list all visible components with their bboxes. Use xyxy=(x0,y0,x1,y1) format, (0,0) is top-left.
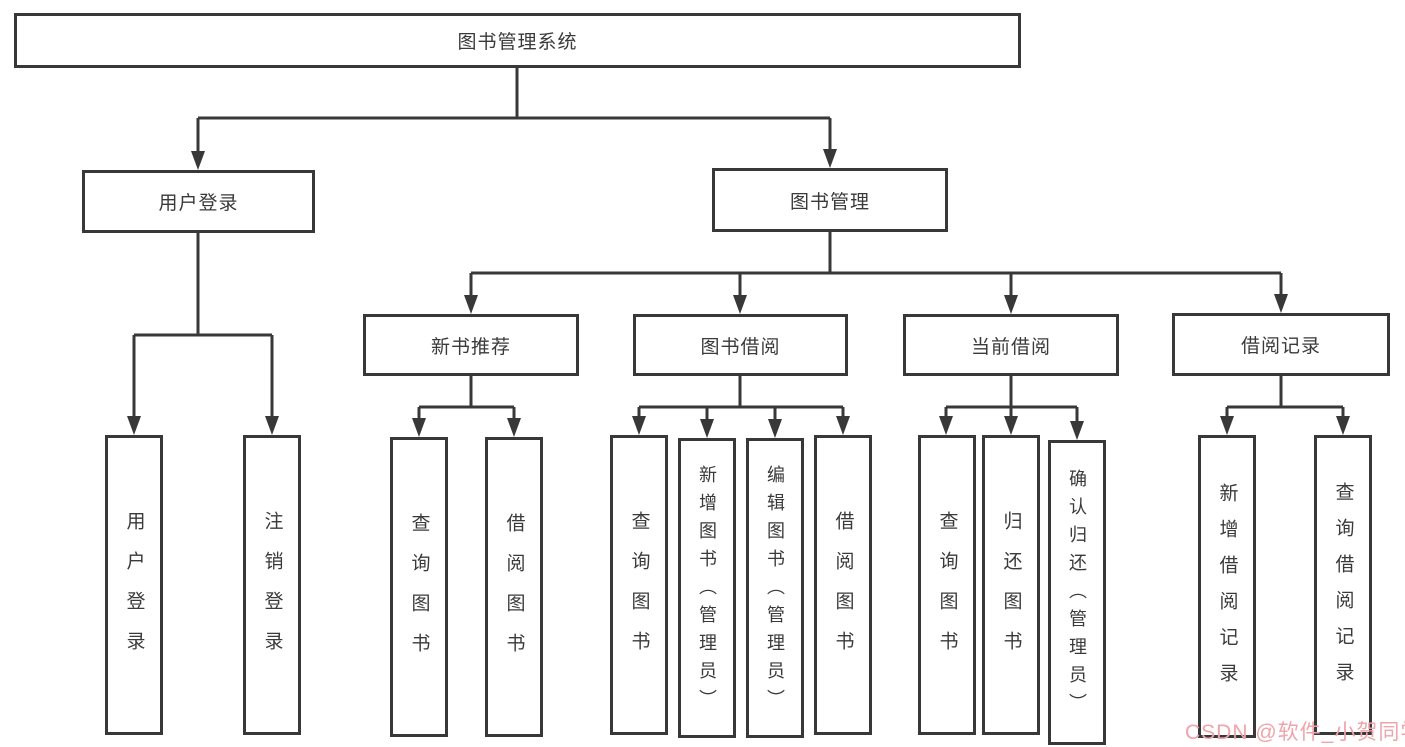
node-current-borrow-label: 当前借阅 xyxy=(970,336,1051,358)
leaf-records-add-record: 新增借阅记录 xyxy=(1198,435,1256,738)
node-book-management: 图书管理 xyxy=(712,168,948,232)
leaf-borrow-edit-books-admin: 编辑图书（管理员） xyxy=(746,438,804,738)
leaf-current-confirm-return-admin: 确认归还（管理员） xyxy=(1048,440,1106,745)
node-root-label: 图书管理系统 xyxy=(457,32,578,53)
leaf-newrec-borrow-books-label: 借阅图书 xyxy=(503,512,525,673)
leaf-current-return-books-label: 归还图书 xyxy=(1000,510,1022,671)
leaf-current-confirm-return-admin-label: 确认归还（管理员） xyxy=(1067,469,1087,721)
leaf-records-add-record-label: 新增借阅记录 xyxy=(1216,483,1238,699)
node-user-login: 用户登录 xyxy=(82,170,315,233)
node-current-borrow: 当前借阅 xyxy=(903,314,1119,376)
node-root: 图书管理系统 xyxy=(14,13,1021,68)
node-book-management-label: 图书管理 xyxy=(789,191,870,213)
leaf-newrec-borrow-books: 借阅图书 xyxy=(485,437,543,737)
node-new-book-recommend-label: 新书推荐 xyxy=(430,336,511,358)
leaf-borrow-edit-books-admin-label: 编辑图书（管理员） xyxy=(765,464,785,717)
node-user-login-label: 用户登录 xyxy=(158,193,239,214)
leaf-newrec-query-books: 查询图书 xyxy=(390,437,448,737)
leaf-current-query-books-label: 查询图书 xyxy=(936,510,958,671)
leaf-borrow-borrow-books-label: 借阅图书 xyxy=(832,510,854,671)
leaf-current-return-books: 归还图书 xyxy=(982,435,1040,735)
node-borrow-records: 借阅记录 xyxy=(1172,313,1390,376)
leaf-borrow-add-books-admin-label: 新增图书（管理员） xyxy=(697,464,717,717)
node-new-book-recommend: 新书推荐 xyxy=(363,314,579,376)
leaf-logout-label: 注销登录 xyxy=(261,510,283,671)
leaf-borrow-query-books: 查询图书 xyxy=(610,435,668,735)
leaf-logout: 注销登录 xyxy=(243,435,301,735)
leaf-user-login: 用户登录 xyxy=(105,435,163,735)
leaf-records-query-record: 查询借阅记录 xyxy=(1314,435,1372,735)
node-book-borrow: 图书借阅 xyxy=(633,314,848,376)
node-borrow-records-label: 借阅记录 xyxy=(1240,336,1321,357)
leaf-newrec-query-books-label: 查询图书 xyxy=(408,512,430,673)
leaf-borrow-add-books-admin: 新增图书（管理员） xyxy=(678,438,736,738)
leaf-borrow-query-books-label: 查询图书 xyxy=(628,510,650,671)
leaf-borrow-borrow-books: 借阅图书 xyxy=(814,435,872,735)
leaf-records-query-record-label: 查询借阅记录 xyxy=(1332,481,1354,698)
node-book-borrow-label: 图书借阅 xyxy=(700,336,781,358)
csdn-watermark: CSDN @软件_小贺同学 xyxy=(1185,721,1405,744)
leaf-user-login-label: 用户登录 xyxy=(123,510,145,671)
leaf-current-query-books: 查询图书 xyxy=(918,435,976,735)
